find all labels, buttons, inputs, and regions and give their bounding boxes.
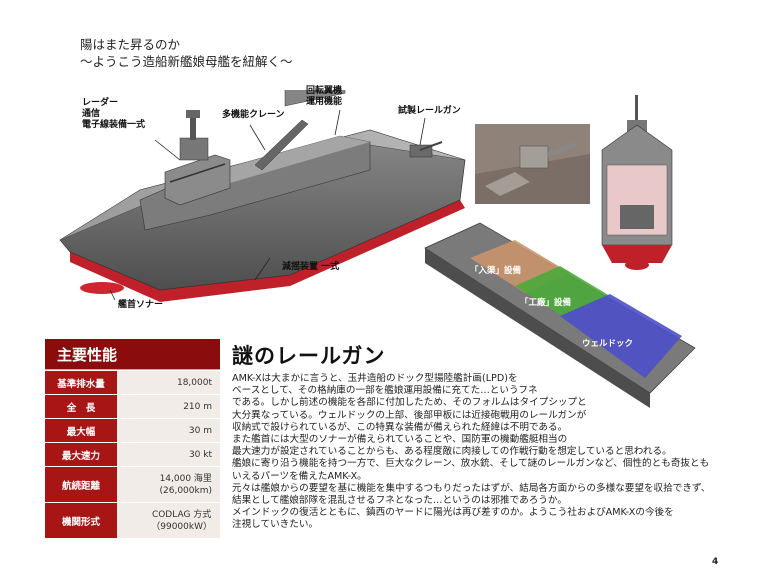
callout-bow-sonar: 艦首ソナー: [118, 300, 164, 310]
spec-label: 最大速力: [45, 443, 117, 466]
railgun-closeup-image: [475, 124, 590, 204]
label-welldock: ウェルドック: [582, 339, 634, 349]
spec-value: CODLAG 方式 （99000kW）: [117, 503, 220, 538]
spec-row: 機関形式 CODLAG 方式 （99000kW）: [45, 502, 220, 538]
spec-value: 14,000 海里 (26,000km): [117, 467, 220, 502]
spec-row: 最大速力 30 kt: [45, 442, 220, 466]
deck-cutaway-illustration: [424, 222, 696, 408]
spec-value: 210 m: [117, 395, 220, 418]
callout-stabilizer: 減揺装置 一式: [282, 262, 340, 272]
spec-row: 航続距離 14,000 海里 (26,000km): [45, 466, 220, 502]
ship-side-view-illustration: [59, 90, 466, 302]
spec-row: 最大幅 30 m: [45, 418, 220, 442]
spec-table: 基準排水量 18,000t 全 長 210 m 最大幅 30 m 最大速力 30…: [45, 370, 220, 538]
spec-row: 全 長 210 m: [45, 394, 220, 418]
header-line-1: 陽はまた昇るのか: [80, 37, 181, 52]
page-header: 陽はまた昇るのか ～ようこう造船新艦娘母艦を紐解く～: [80, 36, 293, 70]
callout-radar: レーダー 通信 電子線装備一式: [82, 98, 146, 130]
spec-label: 基準排水量: [45, 371, 117, 394]
section-title: 謎のレールガン: [232, 344, 386, 368]
label-kosho: 「工廠」設備: [520, 298, 572, 308]
label-nyukyo: 「入渠」設備: [470, 266, 522, 276]
spec-label: 機関形式: [45, 503, 117, 538]
spec-header: 主要性能: [45, 339, 220, 371]
callout-crane: 多機能クレーン: [222, 110, 285, 120]
header-line-2: ～ようこう造船新艦娘母艦を紐解く～: [80, 54, 293, 69]
section-body: AMK-Xは大まかに言うと、玉井造船のドック型揚陸艦計画(LPD)を ベースとし…: [232, 373, 711, 531]
page-number: 4: [712, 557, 719, 567]
spec-row: 基準排水量 18,000t: [45, 370, 220, 394]
callout-rotor: 回転翼機 運用機能: [306, 86, 343, 107]
callout-railgun-prototype: 試製レールガン: [398, 106, 461, 116]
spec-value: 30 m: [117, 419, 220, 442]
spec-label: 全 長: [45, 395, 117, 418]
spec-label: 最大幅: [45, 419, 117, 442]
spec-value: 30 kt: [117, 443, 220, 466]
spec-label: 航続距離: [45, 467, 117, 502]
ship-bow-view-illustration: [601, 95, 673, 270]
spec-value: 18,000t: [117, 371, 220, 394]
spec-heading: 主要性能: [57, 346, 118, 364]
